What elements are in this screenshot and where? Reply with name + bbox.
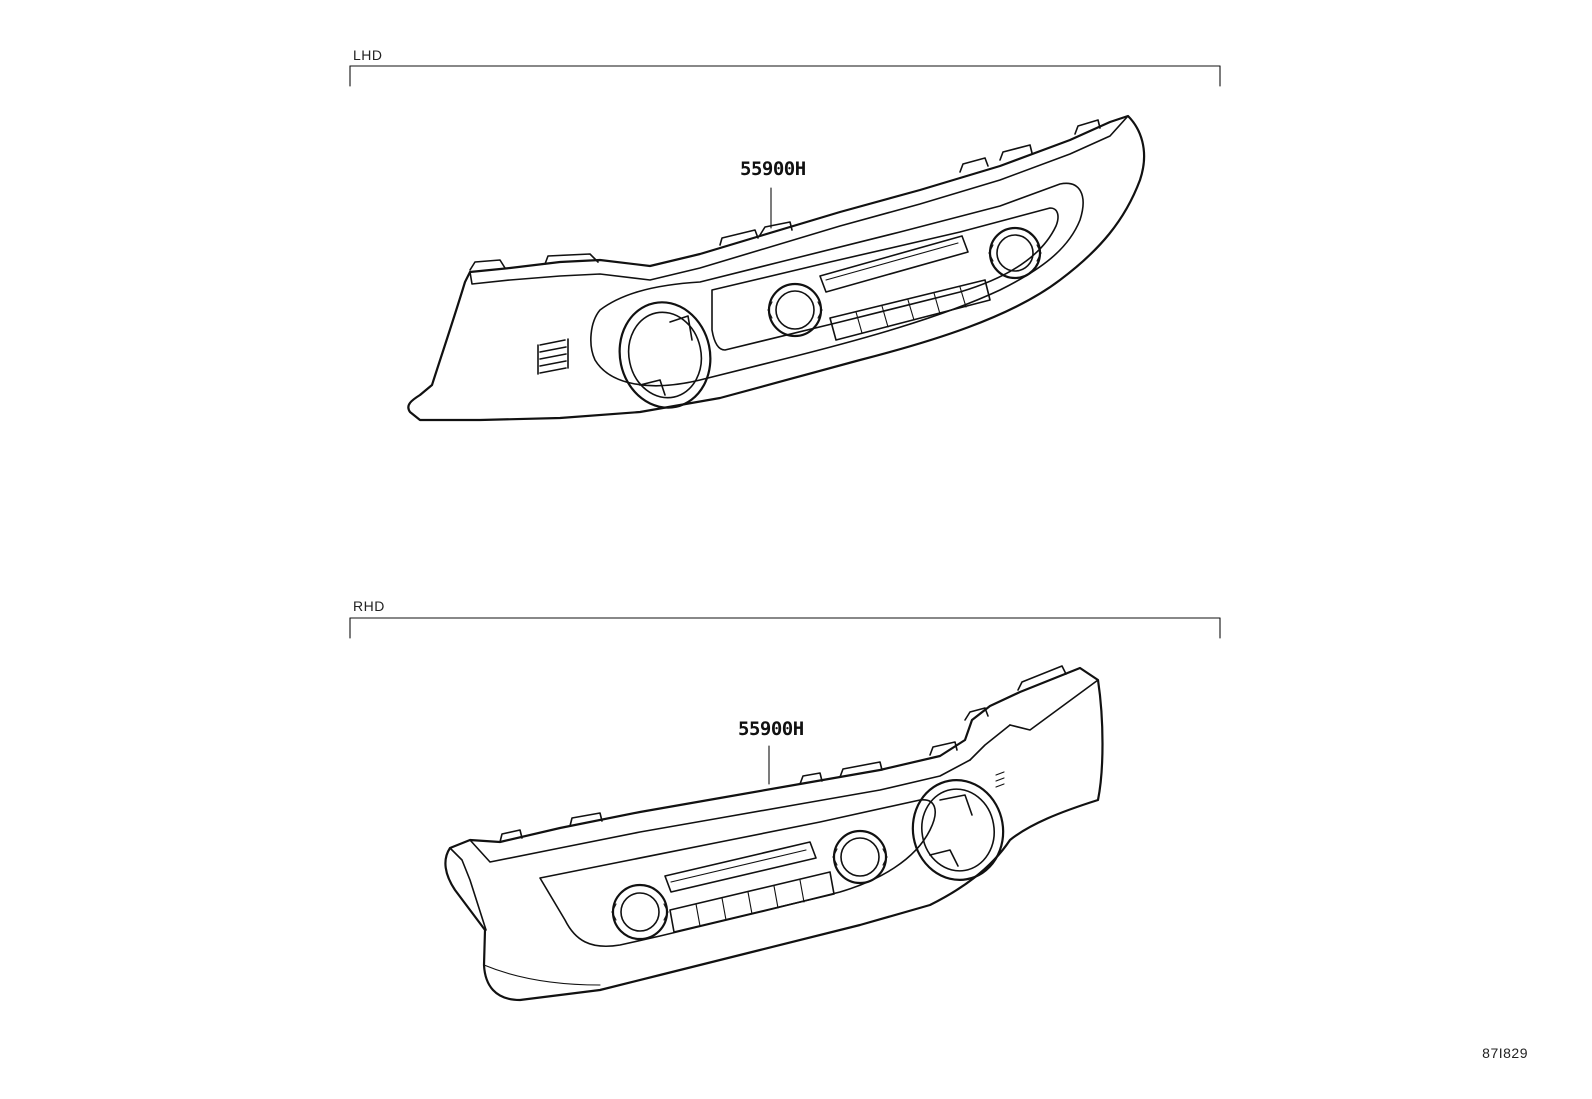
figure-code: 87I829 [1482, 1045, 1528, 1061]
rhd-heater-control-panel [444, 665, 1104, 1002]
rhd-section-label: RHD [353, 598, 385, 614]
lhd-section-label: LHD [353, 47, 383, 63]
rhd-section-bracket [349, 617, 1221, 639]
rhd-part-number-callout[interactable]: 55900H [738, 718, 804, 740]
lhd-part-number-callout[interactable]: 55900H [740, 158, 806, 180]
lhd-section-bracket [349, 65, 1221, 87]
lhd-heater-control-panel [407, 114, 1146, 422]
